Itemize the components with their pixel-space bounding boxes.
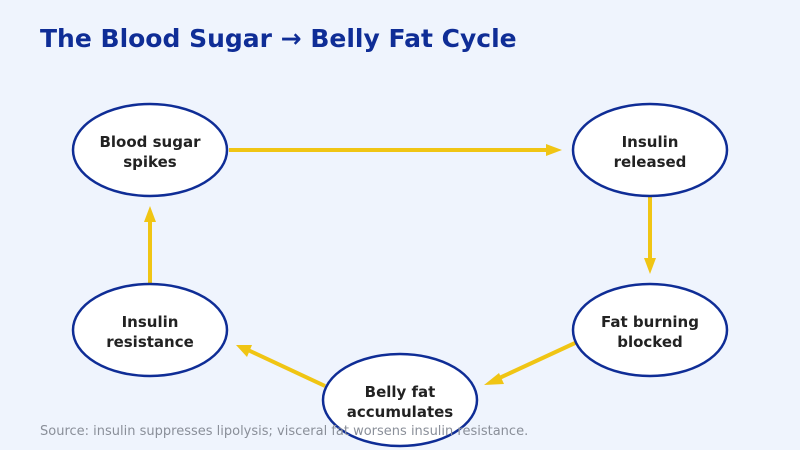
- node-label-line2: released: [614, 153, 687, 171]
- node-label-line1: Belly fat: [365, 383, 436, 401]
- arrow-released-to-blocked: [644, 197, 656, 274]
- node-label-line2: resistance: [106, 333, 194, 351]
- page-title: The Blood Sugar → Belly Fat Cycle: [40, 24, 517, 53]
- node-label-line2: accumulates: [347, 403, 454, 421]
- arrow-spikes-to-released: [229, 144, 562, 156]
- source-note: Source: insulin suppresses lipolysis; vi…: [40, 424, 529, 439]
- node-fat-burning-blocked: Fat burning blocked: [571, 282, 729, 378]
- node-label-line1: Blood sugar: [99, 133, 201, 151]
- arrow-resistance-to-spikes: [144, 206, 156, 283]
- arrow-accumulates-to-resistance: [236, 345, 326, 388]
- node-label-line2: spikes: [123, 153, 177, 171]
- node-blood-sugar-spikes: Blood sugar spikes: [71, 102, 229, 198]
- node-label-line1: Insulin: [122, 313, 179, 331]
- node-insulin-resistance: Insulin resistance: [71, 282, 229, 378]
- node-label-line1: Fat burning: [601, 313, 699, 331]
- node-label-line1: Insulin: [622, 133, 679, 151]
- node-label-line2: blocked: [617, 333, 683, 351]
- node-insulin-released: Insulin released: [571, 102, 729, 198]
- arrow-blocked-to-accumulates: [484, 341, 576, 385]
- node-belly-fat-accumulates: Belly fat accumulates: [321, 352, 479, 448]
